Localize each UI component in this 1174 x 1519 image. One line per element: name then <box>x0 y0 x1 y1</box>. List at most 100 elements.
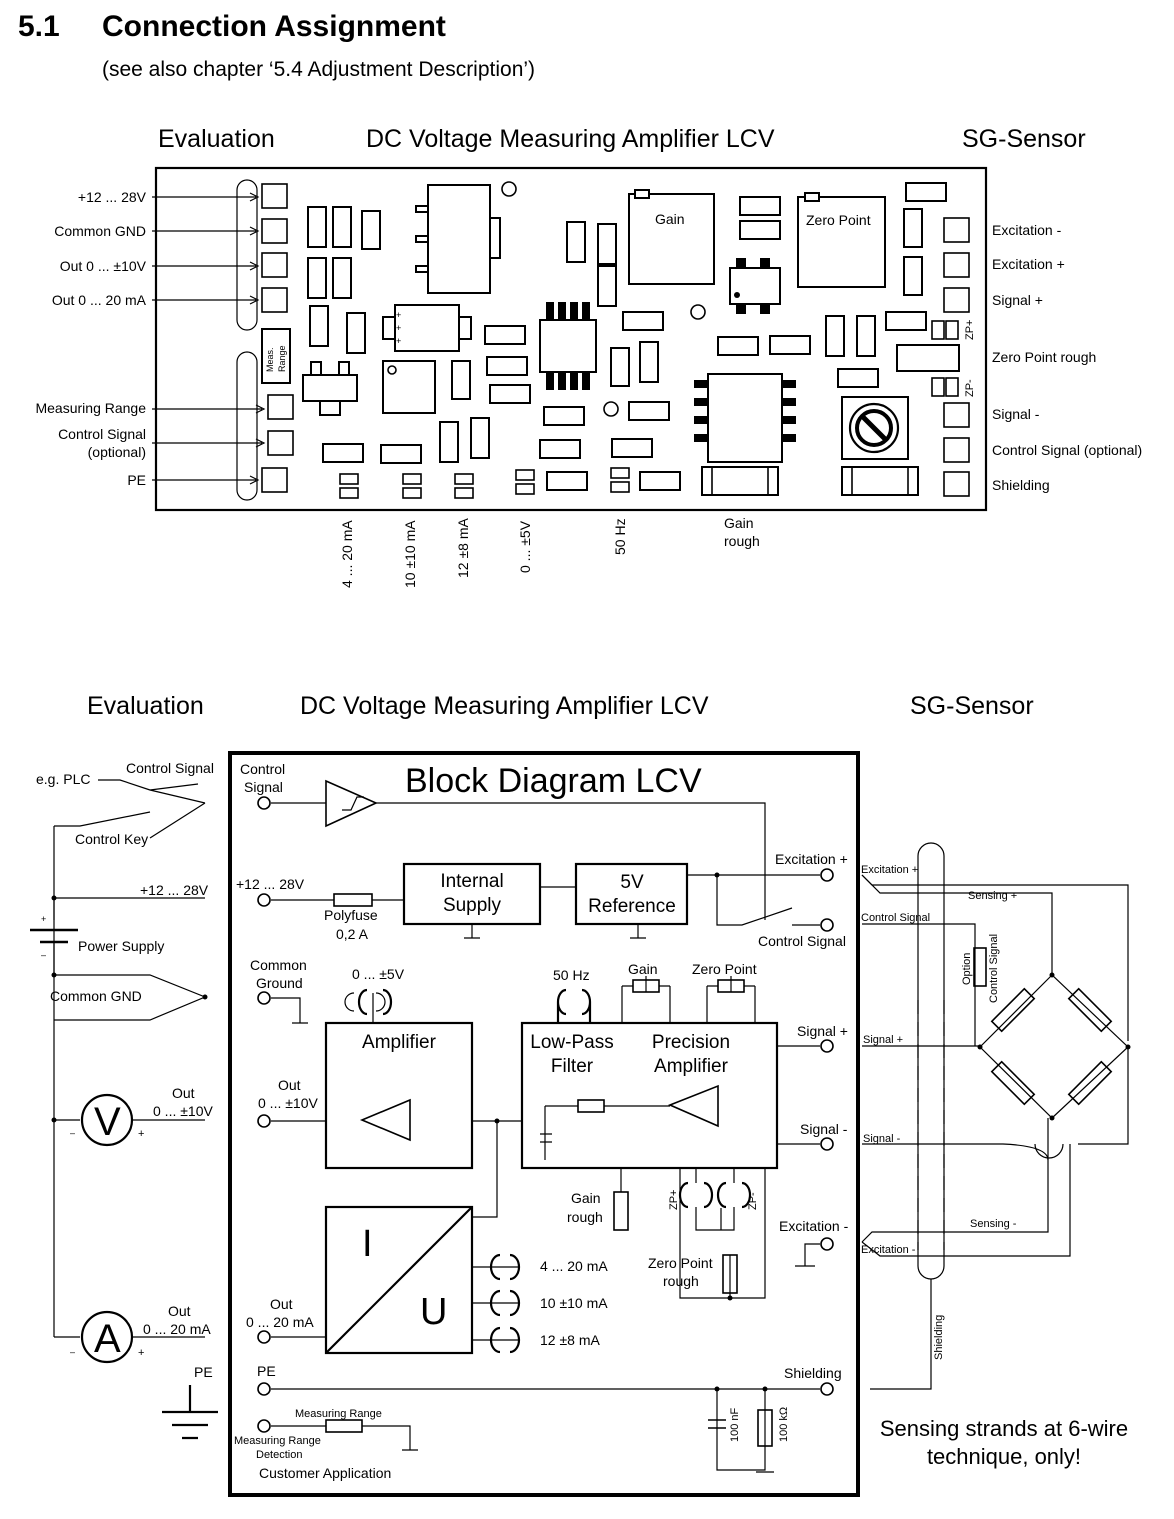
internal-supply-label-1: Internal <box>440 871 503 892</box>
zero-point-trimmer <box>797 192 886 288</box>
terminal-label-control-signal-optional: Control Signal (optional) <box>992 442 1142 458</box>
layout-diagram: Evaluation DC Voltage Measuring Amplifie… <box>35 125 1142 588</box>
int-gain-rough-1: Gain <box>571 1190 601 1206</box>
ext-common-gnd-label: Common GND <box>50 988 142 1004</box>
int-signal-plus: Signal + <box>797 1023 848 1039</box>
amplifier-label: Amplifier <box>362 1032 437 1053</box>
iu-converter-block <box>324 1205 474 1355</box>
int-gain: Gain <box>628 961 658 977</box>
layout-header-amplifier: DC Voltage Measuring Amplifier LCV <box>366 125 775 153</box>
ext-pe-label: PE <box>194 1364 213 1380</box>
terminal-label-zero-point-rough: Zero Point rough <box>992 349 1096 365</box>
jumper-label-50hz: 50 Hz <box>612 518 628 555</box>
iu-jumpers <box>472 1253 521 1354</box>
terminal-label-out-voltage: Out 0 ... ±10V <box>60 258 147 274</box>
meas-range-label-1: Meas. <box>265 347 275 372</box>
int-zero-point: Zero Point <box>692 961 757 977</box>
jumper-label-12-8ma: 12 ±8 mA <box>455 518 471 578</box>
int-excitation-plus: Excitation + <box>775 851 848 867</box>
ext-power-supply-label: Power Supply <box>78 938 164 954</box>
ext-out-v-label-1: Out <box>172 1085 195 1101</box>
sensor-wiring <box>861 842 1131 1390</box>
pcb-board-outline <box>154 166 988 512</box>
sensor-control-signal: Control Signal <box>861 912 930 924</box>
sensor-shielding: Shielding <box>933 1315 945 1360</box>
int-zp-plus: ZP+ <box>668 1190 680 1210</box>
int-zp-minus: ZP- <box>747 1192 759 1210</box>
smd-components <box>307 182 960 491</box>
int-gain-rough-2: rough <box>567 1209 603 1225</box>
int-ma-12: 12 ±8 mA <box>540 1332 600 1348</box>
large-chips <box>701 466 919 496</box>
zp-jumpers <box>931 320 959 397</box>
internal-supply-label-2: Supply <box>443 895 502 916</box>
gain-trimmer <box>628 189 715 285</box>
int-zero-rough-2: rough <box>663 1273 699 1289</box>
sensor-signal-minus: Signal - <box>863 1133 901 1145</box>
terminal-label-common-gnd: Common GND <box>54 223 146 239</box>
int-out-a-1: Out <box>270 1296 293 1312</box>
ext-out-a-label-2: 0 ... 20 mA <box>143 1321 211 1337</box>
int-common-ground-2: Ground <box>256 975 303 991</box>
ext-out-v-label-2: 0 ... ±10V <box>153 1103 213 1119</box>
layout-header-sensor: SG-Sensor <box>962 125 1086 153</box>
sensor-sensing-plus: Sensing + <box>968 890 1017 902</box>
reference-block <box>574 862 689 926</box>
section-number: 5.1 <box>18 10 60 43</box>
layout-header-evaluation: Evaluation <box>158 125 275 153</box>
int-excitation-minus: Excitation - <box>779 1218 849 1234</box>
reference-label-2: Reference <box>588 896 676 917</box>
int-meas-detect-1: Measuring Range <box>234 1435 321 1447</box>
ext-supply-voltage-label: +12 ... 28V <box>140 882 209 898</box>
left-terminal-arrows <box>152 192 266 485</box>
ic-opamp-chip <box>539 302 597 390</box>
int-common-ground-1: Common <box>250 957 307 973</box>
zp-minus-label: ZP- <box>964 379 976 397</box>
precision-label-2: Amplifier <box>654 1056 729 1077</box>
sensor-control-signal-vertical: Control Signal <box>988 934 1000 1003</box>
terminal-label-excitation-minus: Excitation - <box>992 222 1062 238</box>
terminal-label-optional: (optional) <box>88 444 146 460</box>
terminal-label-shielding: Shielding <box>992 477 1050 493</box>
int-out-a-2: 0 ... 20 mA <box>246 1314 314 1330</box>
int-out-v-1: Out <box>278 1077 301 1093</box>
polyfuse-label-2: 0,2 A <box>336 926 369 942</box>
int-range-5v: 0 ... ±5V <box>352 966 405 982</box>
terminal-label-excitation-plus: Excitation + <box>992 256 1065 272</box>
jumper-label-10-10ma: 10 ±10 mA <box>402 520 418 588</box>
block-header-amplifier: DC Voltage Measuring Amplifier LCV <box>300 692 709 720</box>
meas-range-resistor <box>261 328 291 384</box>
svg-text:+: + <box>396 310 401 320</box>
iu-label-u: U <box>420 1291 447 1333</box>
int-meas-detect-2: Detection <box>256 1449 302 1461</box>
polyfuse-label-1: Polyfuse <box>324 907 378 923</box>
precision-label-1: Precision <box>652 1032 730 1053</box>
ammeter-minus: – <box>70 1347 75 1357</box>
svg-text:+: + <box>396 323 401 333</box>
sensing-note-line-2: technique, only! <box>927 1444 1081 1469</box>
precision-amplifier-block <box>520 1021 779 1170</box>
block-diagram-section: Evaluation DC Voltage Measuring Amplifie… <box>30 692 1131 1497</box>
mounting-hole-1 <box>501 181 517 197</box>
terminal-label-signal-plus: Signal + <box>992 292 1043 308</box>
jumper-label-4-20ma: 4 ... 20 mA <box>339 520 355 588</box>
ext-battery-minus: – <box>41 950 46 960</box>
terminal-label-out-current: Out 0 ... 20 mA <box>52 292 147 308</box>
meas-range-label-2: Range <box>277 345 287 372</box>
ic-sot-chip <box>729 258 781 314</box>
lowpass-label-2: Filter <box>551 1056 594 1077</box>
int-pe: PE <box>257 1363 276 1379</box>
lowpass-label-1: Low-Pass <box>530 1032 613 1053</box>
right-terminal-pads <box>943 217 970 497</box>
svg-text:+: + <box>396 336 401 346</box>
sensor-excitation-plus: Excitation + <box>861 864 918 876</box>
external-wiring <box>30 779 218 1440</box>
int-control-signal-1: Control <box>240 761 285 777</box>
terminal-label-signal-minus: Signal - <box>992 406 1040 422</box>
terminal-rail-lower <box>236 351 258 501</box>
int-supply-in: +12 ... 28V <box>236 876 305 892</box>
range-jumpers <box>339 467 630 499</box>
int-cap-label: 100 nF <box>729 1407 741 1442</box>
voltage-regulator <box>415 184 501 294</box>
sensor-option: Option <box>961 953 973 985</box>
